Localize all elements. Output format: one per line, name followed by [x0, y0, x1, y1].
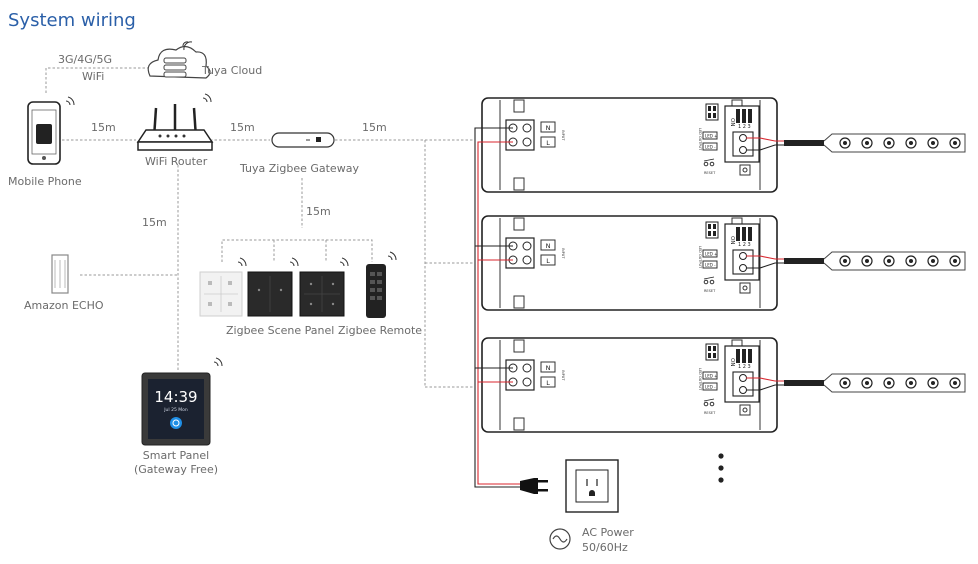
wifi-signal-icon — [65, 96, 75, 106]
smart-panel: 14:39 Jul 25 Mon Smart Panel (Gateway Fr… — [134, 357, 223, 476]
smart-panel-label: Smart Panel — [143, 449, 209, 462]
wifi-signal-icon — [213, 357, 223, 367]
network-label: 3G/4G/5G — [58, 53, 112, 66]
wifi-signal-icon — [237, 257, 247, 267]
distance-gateway-drivers: 15m — [362, 121, 387, 134]
led-icon — [883, 137, 895, 149]
connection-lines — [45, 67, 475, 388]
smart-panel-date: Jul 25 Mon — [163, 407, 188, 413]
wifi-router: WiFi Router — [136, 93, 214, 168]
gateway-icon — [271, 132, 335, 148]
smart-panel-sublabel: (Gateway Free) — [134, 463, 218, 476]
wifi-signal-icon — [339, 257, 349, 267]
terminal-l-label: L — [546, 139, 550, 147]
zigbee-remote: Zigbee Remote — [338, 251, 422, 337]
more-drivers-indicator — [718, 453, 724, 483]
ac-power-label: AC Power — [582, 526, 634, 539]
led-icon — [905, 137, 917, 149]
wall-outlet — [565, 459, 619, 513]
smart-panel-time: 14:39 — [154, 388, 197, 406]
plug-icon — [520, 478, 534, 494]
cloud-label: Tuya Cloud — [201, 64, 262, 77]
reset-label: RESET — [704, 171, 716, 175]
distance-router-echo: 15m — [142, 216, 167, 229]
wifi-signal-icon — [387, 251, 397, 261]
dip-numbers: 1 2 3 — [738, 124, 751, 130]
led-icon — [949, 137, 961, 149]
dip-switch-icon — [705, 103, 719, 121]
ac-wiring — [474, 127, 548, 494]
output-label: LED OUTPUT — [698, 128, 702, 151]
zigbee-gateway: Tuya Zigbee Gateway — [239, 132, 359, 175]
led-driver: N L INPUT ON 1 2 3 LED + LED - LED OUTPU… — [481, 97, 966, 193]
input-label: INPUT — [561, 130, 565, 141]
wifi-signal-icon — [182, 41, 193, 51]
distance-gateway-panels: 15m — [306, 205, 331, 218]
power-icon — [170, 417, 182, 429]
distance-phone-router: 15m — [91, 121, 116, 134]
wifi-signal-icon — [289, 257, 299, 267]
scene-panel-label: Zigbee Scene Panel — [226, 324, 334, 337]
tuya-cloud: Tuya Cloud — [147, 41, 262, 79]
led-minus-label: LED - — [705, 145, 716, 150]
distance-router-gateway: 15m — [230, 121, 255, 134]
ac-power: AC Power 50/60Hz — [549, 526, 634, 554]
on-label: ON — [729, 118, 735, 126]
led-icon — [839, 137, 851, 149]
terminal-n-label: N — [546, 124, 551, 132]
ac-power-freq: 50/60Hz — [582, 541, 628, 554]
led-driver-2 — [481, 215, 966, 311]
led-plus-label: LED + — [705, 134, 717, 139]
output-cable — [784, 140, 824, 146]
gateway-label: Tuya Zigbee Gateway — [239, 162, 359, 175]
led-strip — [823, 133, 966, 153]
phone-label: Mobile Phone — [8, 175, 82, 188]
remote-icon — [366, 264, 386, 318]
wifi-signal-icon — [202, 93, 212, 103]
diagram-title: System wiring — [8, 10, 136, 31]
wifi-label: WiFi — [82, 70, 104, 83]
led-driver-3 — [481, 337, 966, 433]
router-label: WiFi Router — [145, 155, 208, 168]
led-chips — [839, 137, 961, 149]
remote-label: Zigbee Remote — [338, 324, 422, 337]
echo-label: Amazon ECHO — [24, 299, 104, 312]
led-icon — [927, 137, 939, 149]
amazon-echo: Amazon ECHO — [24, 254, 104, 312]
led-icon — [861, 137, 873, 149]
mobile-phone: Mobile Phone — [8, 96, 82, 188]
zigbee-scene-panels: Zigbee Scene Panel — [199, 257, 349, 337]
